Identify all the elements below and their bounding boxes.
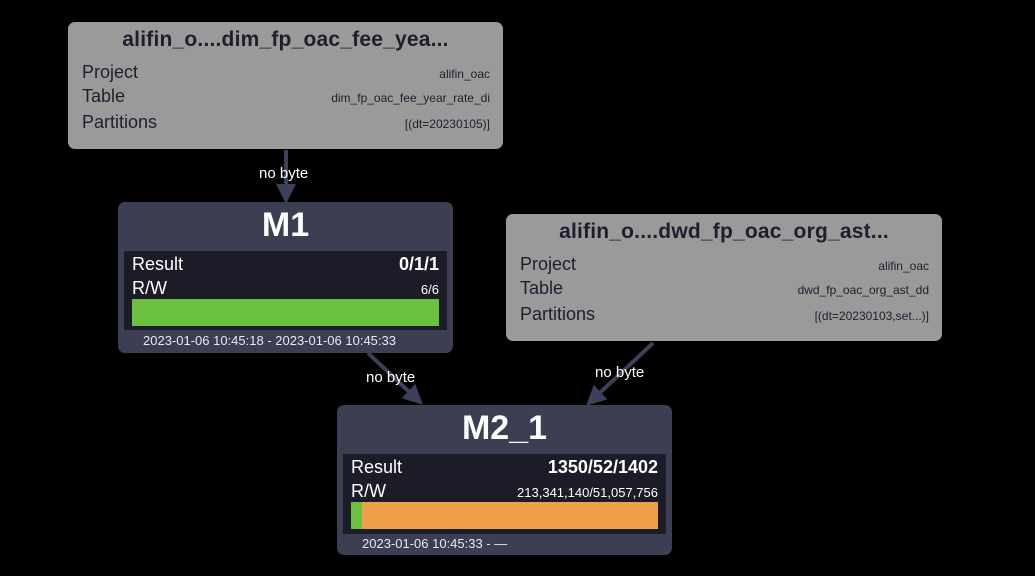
progress-running-segment — [361, 502, 658, 529]
rw-label: R/W — [351, 481, 386, 501]
table-node-title: alifin_o....dwd_fp_oac_org_ast... — [559, 220, 889, 243]
project-label: Project — [82, 62, 139, 82]
rw-row: R/W 213,341,140/51,057,756 — [351, 481, 658, 502]
partitions-value: [(dt=20230105)] — [404, 117, 490, 131]
edge-label-m1-m2: no byte — [366, 369, 416, 386]
result-row: Result 0/1/1 — [132, 254, 439, 275]
task-stats-panel: Result 0/1/1 R/W 6/6 — [124, 251, 447, 330]
table-row: Table dim_fp_oac_fee_year_rate_di — [82, 86, 490, 107]
progress-success-segment — [132, 299, 439, 326]
task-stats-panel: Result 1350/52/1402 R/W 213,341,140/51,0… — [343, 454, 666, 534]
result-value: 1350/52/1402 — [547, 457, 658, 477]
project-row: Project alifin_oac — [520, 254, 929, 275]
progress-bar — [351, 502, 658, 529]
task-node-m2-1[interactable]: M2_1 Result 1350/52/1402 R/W 213,341,140… — [337, 405, 672, 555]
rw-value: 6/6 — [420, 282, 439, 297]
result-label: Result — [351, 457, 403, 477]
edge-label-table2-m2: no byte — [595, 364, 645, 381]
table-node-title: alifin_o....dim_fp_oac_fee_yea... — [122, 28, 449, 51]
task-time-range: 2023-01-06 10:45:18 - 2023-01-06 10:45:3… — [143, 333, 396, 348]
project-row: Project alifin_oac — [82, 62, 490, 83]
rw-row: R/W 6/6 — [132, 278, 439, 299]
edge-table2-to-m2 — [586, 341, 655, 406]
task-node-m1[interactable]: M1 Result 0/1/1 R/W 6/6 2023-01-06 10:45… — [118, 202, 453, 353]
result-label: Result — [132, 254, 184, 274]
project-label: Project — [520, 254, 577, 274]
project-value: alifin_oac — [439, 67, 490, 81]
progress-bar — [132, 299, 439, 326]
table-label: Table — [520, 278, 564, 298]
edge-m1-to-m2 — [366, 351, 423, 405]
progress-success-segment — [351, 502, 362, 529]
rw-label: R/W — [132, 278, 167, 298]
task-title: M1 — [261, 206, 310, 244]
partitions-row: Partitions [(dt=20230103,set...)] — [520, 304, 929, 325]
partitions-label: Partitions — [520, 304, 596, 324]
result-row: Result 1350/52/1402 — [351, 457, 658, 478]
result-value: 0/1/1 — [398, 254, 439, 274]
table-label: Table — [82, 86, 126, 106]
table-value: dim_fp_oac_fee_year_rate_di — [331, 91, 490, 105]
task-title: M2_1 — [461, 409, 548, 447]
table-node-org-ast[interactable]: alifin_o....dwd_fp_oac_org_ast... Projec… — [506, 214, 942, 341]
task-time-range: 2023-01-06 10:45:33 - — — [362, 536, 508, 551]
table-node-fee-year-rate[interactable]: alifin_o....dim_fp_oac_fee_yea... Projec… — [68, 22, 503, 149]
partitions-value: [(dt=20230103,set...)] — [814, 309, 929, 323]
table-row: Table dwd_fp_oac_org_ast_dd — [520, 278, 929, 299]
rw-value: 213,341,140/51,057,756 — [517, 485, 658, 500]
table-value: dwd_fp_oac_org_ast_dd — [797, 283, 929, 297]
project-value: alifin_oac — [878, 259, 929, 273]
partitions-label: Partitions — [82, 112, 158, 132]
edge-label-table1-m1: no byte — [259, 165, 309, 182]
partitions-row: Partitions [(dt=20230105)] — [82, 112, 490, 133]
